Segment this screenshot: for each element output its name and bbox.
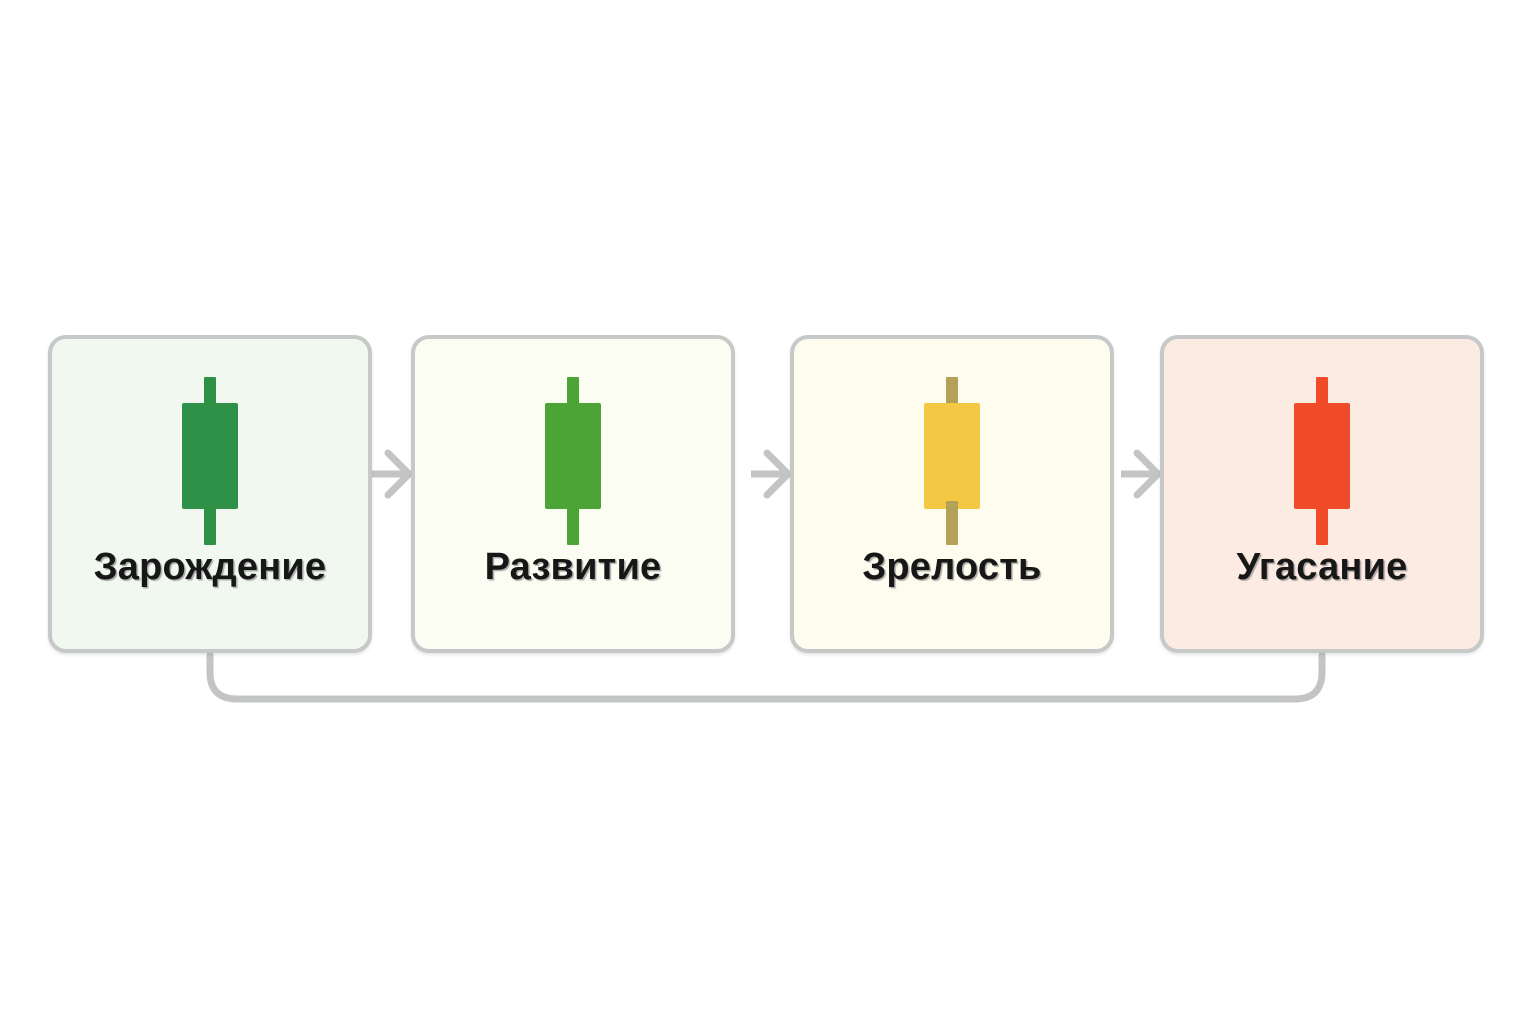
stage-label-decline: Угасание <box>1236 546 1408 588</box>
stage-label-birth: Зарождение <box>93 546 327 588</box>
loop-decline-birth <box>206 651 1326 703</box>
stage-card-birth[interactable]: Зарождение <box>48 335 372 653</box>
candlestick-icon <box>924 377 980 545</box>
candle-body <box>545 403 601 509</box>
candlestick-icon <box>545 377 601 545</box>
stage-card-growth[interactable]: Развитие <box>411 335 735 653</box>
stage-label-maturity: Зрелость <box>862 546 1042 588</box>
candle-slot-decline <box>1164 339 1480 545</box>
candle-slot-maturity <box>794 339 1110 545</box>
candle-lower-wick <box>567 501 579 545</box>
candle-body <box>924 403 980 509</box>
stage-card-maturity[interactable]: Зрелость <box>790 335 1114 653</box>
candle-slot-birth <box>52 339 368 545</box>
candlestick-icon <box>1294 377 1350 545</box>
candle-slot-growth <box>415 339 731 545</box>
candle-lower-wick <box>1316 501 1328 545</box>
stage-card-row: Зарождение Развитие Зрелос <box>48 335 1488 655</box>
candle-body <box>1294 403 1350 509</box>
candlestick-icon <box>182 377 238 545</box>
stage-card-decline[interactable]: Угасание <box>1160 335 1484 653</box>
candle-body <box>182 403 238 509</box>
candle-lower-wick <box>946 501 958 545</box>
stage-label-growth: Развитие <box>484 546 662 588</box>
candle-lower-wick <box>204 501 216 545</box>
